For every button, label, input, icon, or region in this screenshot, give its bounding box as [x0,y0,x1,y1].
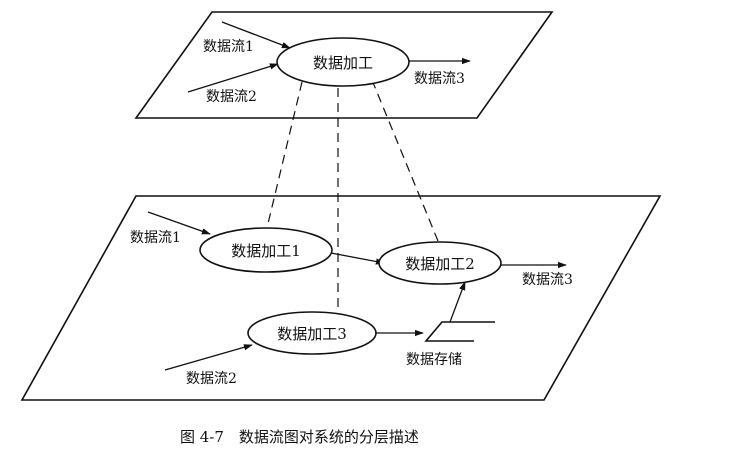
process-3-label: 数据加工3 [277,325,347,343]
bottom-input-flow-1-label: 数据流1 [130,230,181,246]
top-input-flow-1-label: 数据流1 [203,39,254,55]
top-output-flow-label: 数据流3 [414,71,465,87]
top-input-flow-1-arrow [221,21,291,49]
bottom-level-flows [147,211,567,371]
top-process-label: 数据加工 [313,54,373,72]
process-1-label: 数据加工1 [231,242,301,260]
top-process-bubble [276,37,410,87]
process-3-bubble [247,311,377,355]
top-level-flows [187,21,471,93]
bottom-input-flow-2-label: 数据流2 [186,371,237,387]
bottom-input-flow-1-arrow [147,211,211,235]
top-input-flow-2-label: 数据流2 [206,89,257,105]
process-1-to-process-2-arrow [330,252,385,265]
data-store-label: 数据存储 [406,352,462,368]
process-1-bubble [199,227,333,273]
dashed-line-to-process-2 [371,79,439,242]
data-store-symbol [424,321,495,342]
top-input-flow-2-arrow [187,63,279,93]
dashed-line-to-process-1 [265,81,303,233]
bottom-level-plane [20,195,662,401]
top-level-plane [134,11,554,119]
figure-caption: 图 4-7 数据流图对系统的分层描述 [180,428,419,446]
bottom-output-flow-label: 数据流3 [522,272,573,288]
process-2-label: 数据加工2 [405,255,475,273]
store-to-process-2-arrow [449,281,466,323]
process-2-bubble [378,241,502,285]
decomposition-lines [265,79,439,314]
bottom-input-flow-2-arrow [164,344,253,371]
